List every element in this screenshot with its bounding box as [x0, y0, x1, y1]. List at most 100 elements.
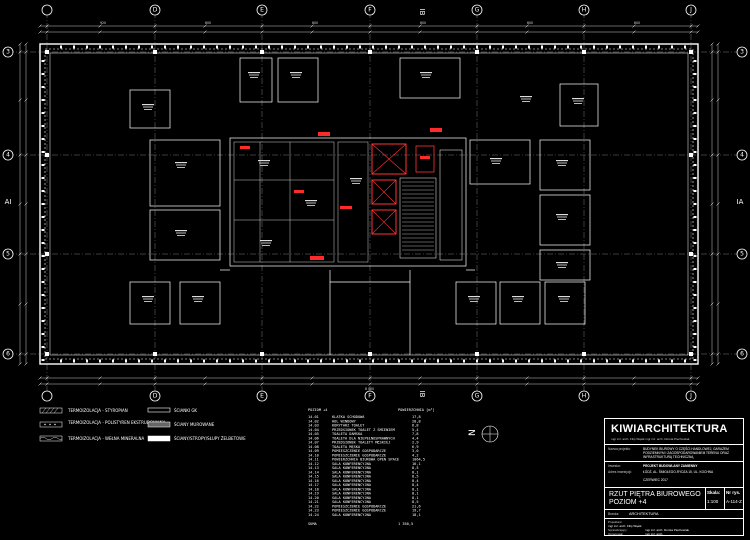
mullion [216, 359, 218, 363]
column [45, 50, 49, 54]
room-area: 6,9 [412, 445, 419, 449]
mullion [671, 45, 673, 49]
mullion [333, 45, 335, 49]
room-tag-line [491, 160, 501, 162]
mullion [424, 45, 426, 49]
tick [710, 153, 714, 157]
grid-label-6-right: 6 [740, 351, 744, 358]
mullion [567, 359, 569, 363]
mullion [450, 359, 452, 363]
tick [632, 376, 636, 380]
dim-label: 600 [205, 21, 211, 25]
mullion [41, 229, 45, 231]
mullion [619, 45, 621, 49]
room-number: 14.05 [308, 432, 319, 436]
mullion [41, 203, 45, 205]
column [153, 352, 157, 356]
branch-value: ARCHITEKTURA [629, 512, 659, 516]
tick [24, 153, 28, 157]
designer-label: Projektant: [608, 520, 623, 524]
tick [582, 24, 586, 28]
mullion [385, 359, 387, 363]
mullion [99, 45, 101, 49]
room-number: 14.12 [308, 462, 319, 466]
room-name: PRZEDSIONEK TOALET Z ŚMIENIEM [332, 427, 396, 432]
mullion [294, 359, 296, 363]
room-tag-line [556, 214, 568, 216]
mullion [580, 45, 582, 49]
mullion [489, 359, 491, 363]
mullion [693, 320, 697, 322]
tick [710, 202, 714, 206]
legend-label: TERMOIZOLACJA - POLISTYREN EKSTRUDOWANY [67, 420, 166, 425]
room-tag-line [521, 98, 531, 100]
room-tag-line [520, 96, 532, 98]
room-tag-line [558, 296, 570, 298]
tick [525, 382, 529, 386]
mullion [693, 203, 697, 205]
room-number: 14.09 [308, 449, 319, 453]
grid-label-5: 5 [6, 251, 10, 258]
tick [45, 376, 49, 380]
mullion [437, 45, 439, 49]
mullion [632, 45, 634, 49]
tick [18, 202, 22, 206]
tick [368, 376, 372, 380]
room-number: 14.20 [308, 496, 319, 500]
room-number: 14.16 [308, 479, 319, 483]
column [475, 50, 479, 54]
mullion [437, 359, 439, 363]
investor-text: PROJEKT BUDOWLANY ZAMIENNY [643, 464, 698, 468]
tick [696, 24, 700, 28]
room-area: 21,6 [412, 504, 421, 508]
mullion [593, 359, 595, 363]
tick [203, 24, 207, 28]
tick [98, 24, 102, 28]
grid-label-E-bottom: E [260, 393, 264, 400]
tick [24, 98, 28, 102]
mullion [125, 359, 127, 363]
room-tag-line [307, 205, 315, 206]
room-name: POMIESZCZENIE GOSPODARCZE [332, 449, 386, 453]
room-tag-line [193, 298, 203, 300]
room-tag-line [175, 230, 187, 232]
mullion [333, 359, 335, 363]
column [582, 352, 586, 356]
dim-label: 8 000 [365, 387, 374, 391]
mullion [541, 359, 543, 363]
grid-label-D: D [153, 7, 158, 14]
north-letter: N [468, 429, 478, 436]
tick [525, 376, 529, 380]
tick [710, 362, 714, 366]
mullion [138, 359, 140, 363]
room-area: 8,1 [412, 496, 419, 500]
mullion [528, 359, 530, 363]
tick [45, 24, 49, 28]
room-area: 17,8 [412, 415, 421, 419]
room-area: 8,5 [412, 475, 419, 479]
room-name: SALA KONFERENCYJNA [332, 487, 372, 491]
section-mark-right: IA [737, 198, 744, 206]
mullion [693, 346, 697, 348]
room-number: 14.01 [308, 415, 319, 419]
grid-lines [8, 12, 742, 392]
mullion [41, 333, 45, 335]
number-value: A-114-Z [726, 499, 742, 504]
tick [18, 50, 22, 54]
fire-labels [240, 128, 442, 260]
room-tag-line [262, 245, 270, 246]
mullion [450, 45, 452, 49]
mullion [41, 86, 45, 88]
room-tag-line [144, 109, 152, 110]
room-name: TOALETA DAMSKA [332, 432, 363, 436]
room-name: SALA KONFERENCYJNA [332, 513, 372, 517]
firm-name: KIWIARCHITEKTURA [611, 423, 728, 435]
mullion [41, 60, 45, 62]
dim-label: 600 [634, 21, 640, 25]
authors: mgr inż. arch. Filip Wąsik mgr inż. arch… [611, 437, 690, 441]
mullion [151, 45, 153, 49]
mullion [359, 359, 361, 363]
mullion [693, 164, 697, 166]
mullion [255, 359, 257, 363]
mullion [658, 359, 660, 363]
